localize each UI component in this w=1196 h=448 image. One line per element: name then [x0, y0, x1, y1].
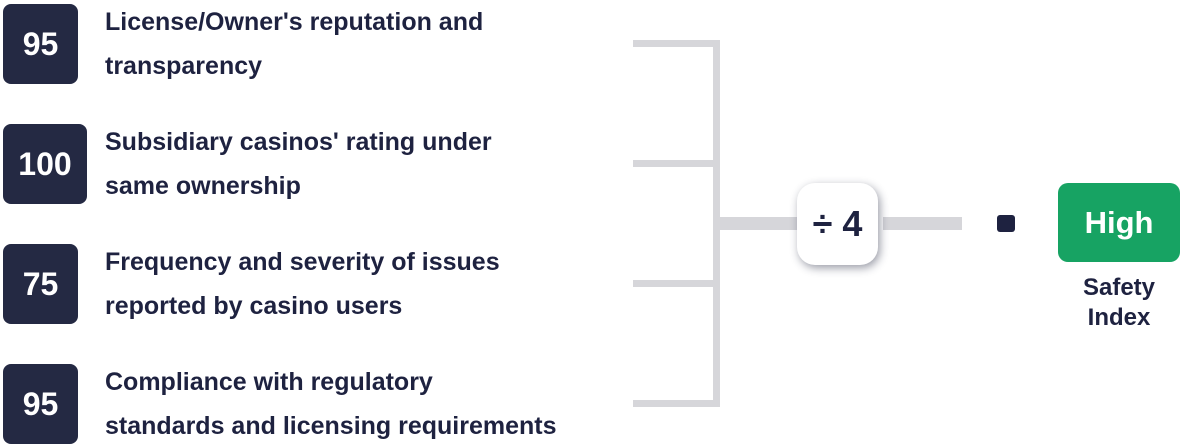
criterion-label: Subsidiary casinos' rating under same ow…	[105, 120, 492, 208]
connector-line-left	[720, 217, 797, 230]
score-value: 75	[22, 265, 59, 302]
score-value: 95	[22, 385, 59, 422]
bracket-stub	[633, 280, 713, 287]
criterion-label-line1: Frequency and severity of issues	[105, 248, 500, 276]
score-box: 95	[3, 4, 78, 84]
safety-index-caption-line1: Safety	[1082, 274, 1156, 301]
bracket-stub	[633, 400, 713, 407]
criterion-row: 95 Compliance with regulatory standards …	[0, 364, 640, 444]
bracket-spine	[713, 40, 720, 407]
criterion-label-line1: Subsidiary casinos' rating under	[105, 128, 492, 156]
criterion-label-line2: reported by casino users	[105, 292, 403, 320]
safety-index-badge: High	[1058, 183, 1180, 262]
score-value: 95	[22, 25, 59, 62]
criterion-label-line1: License/Owner's reputation and	[105, 8, 484, 36]
divide-label: ÷ 4	[812, 203, 863, 244]
score-box: 95	[3, 364, 78, 444]
criterion-label-line2: transparency	[105, 52, 263, 80]
bracket-stub	[633, 40, 713, 47]
safety-index-badge-label: High	[1084, 204, 1154, 240]
criterion-label-line2: standards and licensing requirements	[105, 412, 557, 440]
safety-index-caption-line2: Index	[1087, 304, 1151, 331]
criterion-label: License/Owner's reputation and transpare…	[105, 0, 483, 88]
score-box: 100	[3, 124, 87, 204]
score-box: 75	[3, 244, 78, 324]
criterion-label-line1: Compliance with regulatory	[105, 368, 433, 396]
divide-by-4-box: ÷ 4	[797, 183, 878, 265]
safety-index-caption: Safety Index	[1058, 273, 1180, 333]
score-value: 100	[18, 145, 72, 182]
criterion-row: 100 Subsidiary casinos' rating under sam…	[0, 124, 640, 204]
criterion-label: Compliance with regulatory standards and…	[105, 360, 557, 448]
equals-marker	[997, 215, 1015, 232]
criterion-row: 75 Frequency and severity of issues repo…	[0, 244, 640, 324]
bracket-stub	[633, 160, 713, 167]
connector-line-right	[883, 217, 962, 230]
criterion-label: Frequency and severity of issues reporte…	[105, 240, 500, 328]
criterion-row: 95 License/Owner's reputation and transp…	[0, 4, 640, 84]
criterion-label-line2: same ownership	[105, 172, 301, 200]
